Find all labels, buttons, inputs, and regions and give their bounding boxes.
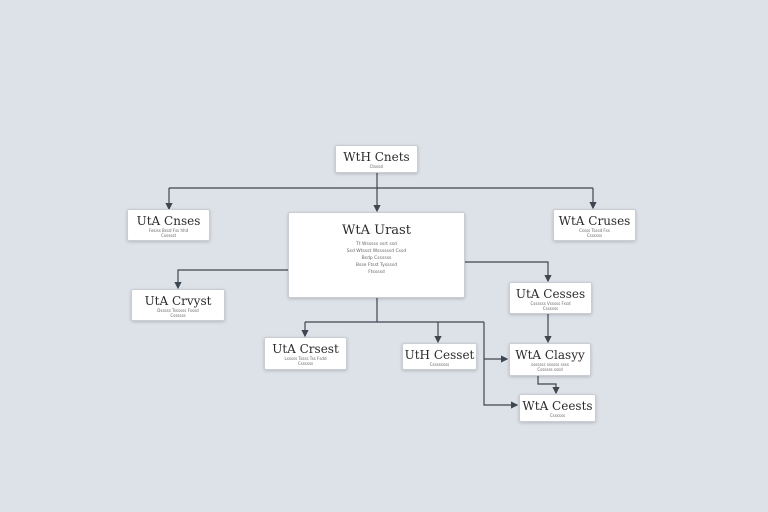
- node-right-mid[interactable]: UtA Cesses Cssssss Vsssss Fssd Cssssss: [509, 282, 592, 314]
- node-center-title: WtA Urast: [342, 223, 411, 238]
- node-right-mid-title: UtA Cesses: [515, 287, 586, 301]
- connector-center-left-mid: [174, 269, 288, 290]
- node-center-sub-2: Ssd Wtssst Wssssssd Cssd: [346, 249, 407, 254]
- node-bottom-left[interactable]: UtA Crsest Lsssss Tssss Tss Fsdd Cssssss: [264, 337, 347, 370]
- node-left-top-sub-2: Cxsssst: [160, 233, 177, 238]
- node-left-mid[interactable]: UtA Crvyst Dsssss Tssssss Fsssd Cssssss: [131, 289, 225, 321]
- node-center-sub-5: Ftssssd: [368, 270, 385, 275]
- node-bottom-left-title: UtA Crsest: [272, 342, 339, 356]
- node-right-top-title: WtA Cruses: [558, 214, 631, 228]
- node-left-mid-sub-2: Cssssss: [170, 313, 186, 318]
- node-root[interactable]: WtH Cnets Ctssssl: [335, 145, 418, 173]
- node-bottom-left-sub-2: Cssssss: [297, 361, 314, 366]
- node-right-mid-sub-1: Cssssss Vsssss Fssd: [530, 301, 571, 306]
- node-left-mid-sub-1: Dsssss Tssssss Fsssd: [157, 308, 199, 313]
- node-bottom-right-sub-1: sssssss ssssss ssss: [531, 362, 569, 367]
- node-bottom-mid-sub-1: Cssssssss: [429, 362, 450, 367]
- node-bottom-left-sub-1: Lsssss Tssss Tss Fsdd: [284, 356, 327, 361]
- node-center-sub-4: Bsse Ftsst Tyssssd: [355, 263, 398, 268]
- node-left-mid-title: UtA Crvyst: [144, 294, 212, 308]
- node-left-top-sub-1: Fesiss Bssd Fss hhd: [148, 228, 189, 233]
- node-root-sub-1: Ctssssl: [369, 164, 384, 169]
- node-bottom-far[interactable]: WtA Ceests Cssssss: [519, 394, 596, 422]
- node-bottom-mid-title: UtH Cesset: [404, 348, 475, 362]
- node-bottom-far-title: WtA Ceests: [522, 399, 593, 413]
- node-bottom-far-sub-1: Cssssss: [549, 413, 566, 418]
- node-right-top[interactable]: WtA Cruses Cssss Tsssd Fss Cssssss: [553, 209, 636, 241]
- node-left-top-title: UtA Cnses: [136, 214, 201, 228]
- node-bottom-right-title: WtA Clasyy: [515, 348, 585, 362]
- node-right-top-sub-2: Cssssss: [586, 233, 603, 238]
- node-bottom-mid[interactable]: UtH Cesset Cssssssss: [402, 343, 477, 370]
- node-center-sub-1: Tt Wsssss ssrt ssd: [356, 242, 397, 247]
- connector-bus-bottom-far: [483, 322, 519, 409]
- connector-center-right-mid: [465, 261, 552, 283]
- node-bottom-right[interactable]: WtA Clasyy sssssss ssssss ssss Cssssss s…: [509, 343, 591, 376]
- node-bottom-right-sub-2: Cssssss sssd: [537, 367, 563, 372]
- node-right-top-sub-1: Cssss Tsssd Fss: [579, 228, 610, 233]
- node-center[interactable]: WtA Urast Tt Wsssss ssrt ssd Ssd Wtssst …: [288, 212, 465, 298]
- node-right-mid-sub-2: Cssssss: [542, 306, 559, 311]
- connector-bottom-right-bottom-far: [537, 376, 560, 395]
- node-center-sub-3: Bsdp Cssssss: [361, 256, 392, 261]
- node-root-title: WtH Cnets: [343, 150, 410, 164]
- node-left-top[interactable]: UtA Cnses Fesiss Bssd Fss hhd Cxsssst: [127, 209, 210, 241]
